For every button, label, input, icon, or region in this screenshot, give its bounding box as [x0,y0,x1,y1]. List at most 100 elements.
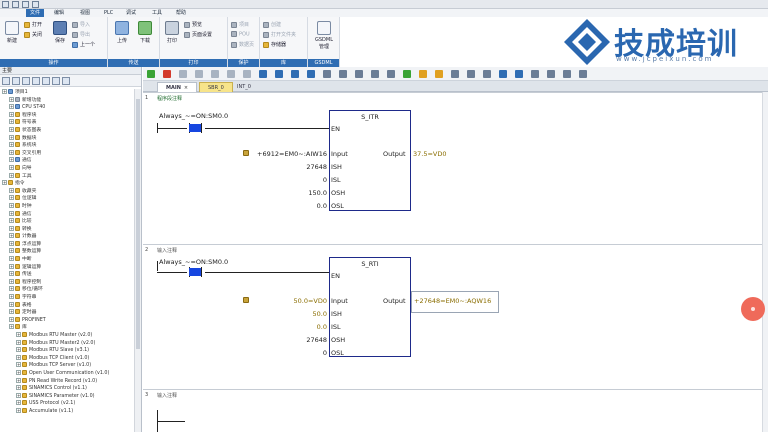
datapage-protect-button[interactable]: 数据页 [231,41,254,48]
operand-osl[interactable]: 0 [322,349,327,357]
save-button[interactable]: 保存 [52,21,68,44]
expand-icon[interactable]: + [9,187,14,193]
expand-icon[interactable]: + [9,256,14,262]
tree-item[interactable]: +整数运算 [0,248,134,256]
expand-icon[interactable]: + [16,400,21,406]
expand-icon[interactable]: + [9,164,14,170]
tree-item[interactable]: +Modbus RTU Slave (v3.1) [0,347,134,355]
expand-icon[interactable]: + [9,301,14,307]
quick-undo-icon[interactable] [32,1,39,8]
expand-icon[interactable]: + [16,362,21,368]
tree-item[interactable]: +收藏夹 [0,187,134,196]
tree-item[interactable]: +状态图表 [0,126,134,135]
expand-icon[interactable]: + [9,286,14,292]
contact-normally-open[interactable] [185,267,205,277]
tree-item[interactable]: +比较 [0,218,134,226]
toolbar-tool-icon[interactable] [323,70,331,78]
tree-item[interactable]: +Accumulate (v1.1) [0,407,134,416]
expand-icon[interactable]: + [9,149,14,155]
expand-icon[interactable]: + [9,271,14,277]
ladder-editor[interactable]: 1 程序段注释 Always_~=ON:SM0.0 S_ITR EN Input… [143,92,768,432]
toolbar-tool-icon[interactable] [259,70,267,78]
toolbar-tool-icon[interactable] [227,70,235,78]
tree-tool-4-icon[interactable] [32,77,40,85]
operand-ish[interactable]: 50.0 [312,310,327,318]
expand-icon[interactable]: + [9,210,14,216]
expand-icon[interactable]: + [9,263,14,269]
gsdml-button[interactable]: GSDML 管理 [312,21,336,50]
tree-scrollbar[interactable] [134,89,141,432]
expand-icon[interactable]: + [16,385,21,391]
tree-item[interactable]: +交叉引用 [0,149,134,158]
operand-input[interactable]: +6912=EM0~:AIW16 [257,150,327,158]
tab-sbr0[interactable]: SBR_0 [199,82,233,92]
operand-ish[interactable]: 27648 [306,163,327,171]
close-button[interactable]: 关闭 [24,31,42,38]
tree-tool-1-icon[interactable] [2,77,10,85]
operand-input[interactable]: 50.0=VD0 [293,297,327,305]
output-operand-box[interactable] [411,291,499,313]
tree-item[interactable]: +Modbus RTU Master2 (v2.0) [0,339,134,348]
tree-item[interactable]: +程序块 [0,111,134,120]
menu-plc[interactable]: PLC [104,10,114,16]
preview-button[interactable]: 预览 [184,21,202,28]
expand-icon[interactable]: + [9,294,14,300]
open-button[interactable]: 打开 [24,21,42,28]
expand-icon[interactable]: + [9,324,14,330]
tree-item[interactable]: +浮点运算 [0,240,134,249]
tree-item[interactable]: +通信 [0,157,134,165]
toolbar-tool-icon[interactable] [467,70,475,78]
toolbar-tool-icon[interactable] [147,70,155,78]
toolbar-tool-icon[interactable] [531,70,539,78]
import-button[interactable]: 导入 [72,21,90,28]
app-menu-icon[interactable] [2,1,9,8]
tree-tool-7-icon[interactable] [62,77,70,85]
operand-output[interactable]: 37.5=VD0 [413,150,447,158]
tab-main[interactable]: MAIN× [157,82,198,92]
tree-item[interactable]: +位逻辑 [0,195,134,203]
tree-item[interactable]: +向导 [0,164,134,173]
page-setup-button[interactable]: 页面设置 [184,31,212,38]
operand-osh[interactable]: 27648 [306,336,327,344]
toolbar-tool-icon[interactable] [211,70,219,78]
export-button[interactable]: 导出 [72,31,90,38]
quick-new-icon[interactable] [12,1,19,8]
operand-output[interactable]: +27648=EM0~:AQW16 [414,297,492,305]
expand-icon[interactable]: + [9,309,14,315]
contact-normally-open[interactable] [185,123,205,133]
editor-scrollbar[interactable] [762,92,768,432]
print-button[interactable]: 打印 [163,21,181,44]
tree-item[interactable]: +字符串 [0,294,134,302]
tree-item[interactable]: +时钟 [0,202,134,211]
toolbar-tool-icon[interactable] [307,70,315,78]
expand-icon[interactable]: + [9,126,14,132]
expand-icon[interactable]: + [9,248,14,254]
tree-tool-3-icon[interactable] [22,77,30,85]
upload-button[interactable]: 上传 [112,21,132,44]
expand-icon[interactable]: + [9,111,14,117]
expand-icon[interactable]: + [9,233,14,239]
expand-icon[interactable]: + [9,218,14,224]
toolbar-tool-icon[interactable] [291,70,299,78]
tab-int0[interactable]: INT_0 [229,82,259,92]
tree-item[interactable]: +工具 [0,172,134,181]
toolbar-tool-icon[interactable] [403,70,411,78]
toolbar-tool-icon[interactable] [579,70,587,78]
expand-icon[interactable]: + [9,225,14,231]
function-block-s-itr[interactable]: S_ITR [329,110,411,211]
tree-item[interactable]: +指令 [0,180,134,188]
network-comment[interactable]: 程序段注释 [157,96,183,102]
tree-item[interactable]: +计数器 [0,233,134,241]
tree-item[interactable]: +Modbus TCP Client (v1.0) [0,354,134,363]
tree-item[interactable]: +传送 [0,271,134,279]
tree-item[interactable]: +程序控制 [0,278,134,287]
tree-tool-6-icon[interactable] [52,77,60,85]
memory-button[interactable]: 存储器 [263,41,286,48]
create-lib-button[interactable]: 创建 [263,21,281,28]
expand-icon[interactable]: + [16,407,21,413]
tree-item[interactable]: +逻辑运算 [0,263,134,272]
project-protect-button[interactable]: 项目 [231,21,249,28]
expand-icon[interactable]: + [9,202,14,208]
tree-item[interactable]: +SINAMICS Control (v1.1) [0,385,134,393]
tree-item[interactable]: +通信 [0,210,134,219]
